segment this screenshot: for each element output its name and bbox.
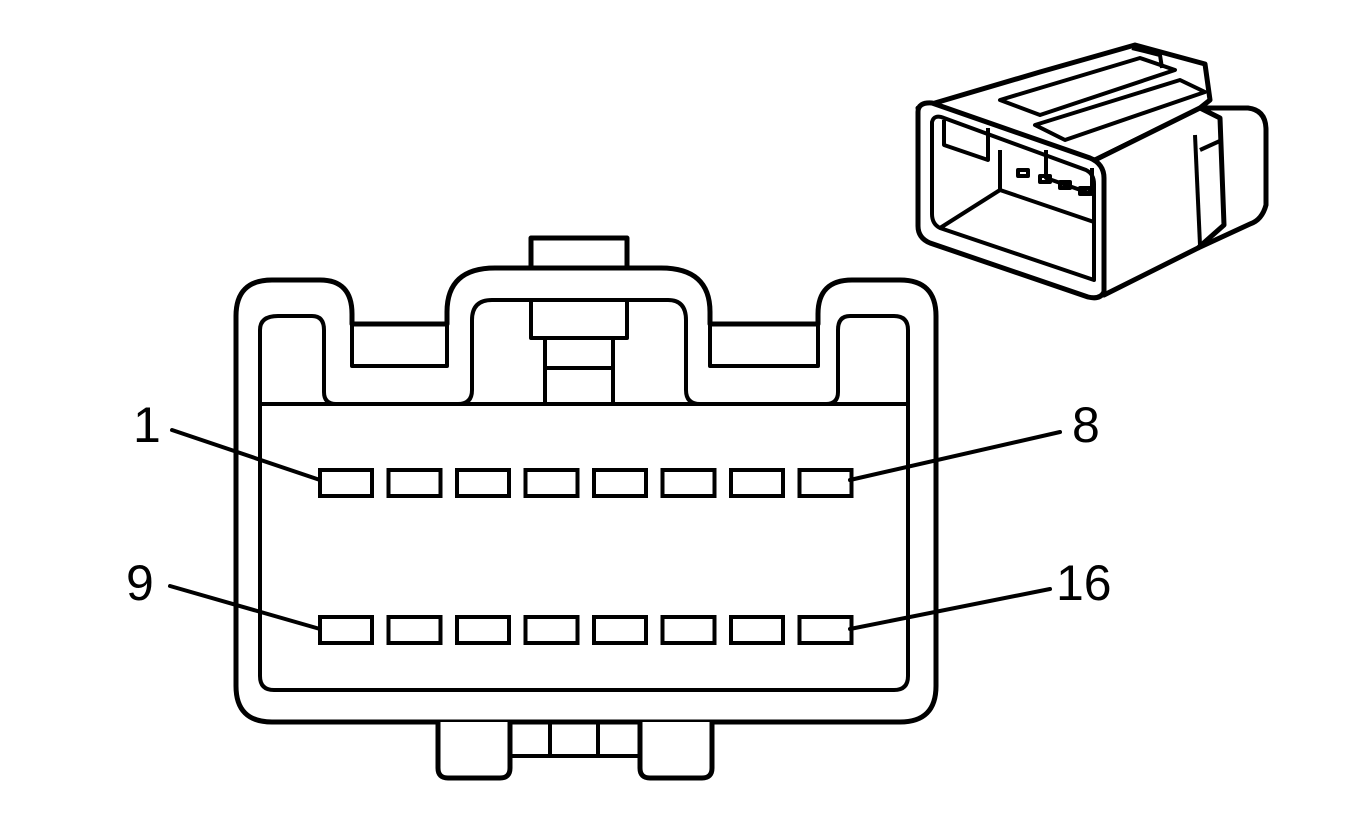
- pin-cavity-4: [523, 468, 580, 498]
- leader-line-pin-9: [168, 584, 322, 631]
- bottom-tab-assembly: [435, 719, 715, 781]
- pin-cavity-16: [797, 615, 854, 645]
- pin-label-1: 1: [133, 397, 161, 453]
- pin-cavity-11: [455, 615, 511, 645]
- pin-label-8: 8: [1072, 397, 1100, 453]
- pin-label-16: 16: [1056, 555, 1112, 611]
- leader-line-pin-8: [848, 430, 1062, 482]
- connector-isometric-view: [915, 42, 1269, 301]
- connector-housing: [233, 265, 939, 725]
- pin-row-top: [318, 468, 854, 498]
- pin-cavity-3: [455, 468, 511, 498]
- leader-line-pin-1: [170, 428, 322, 482]
- pin-row-bottom: [318, 615, 854, 645]
- pin-cavity-1: [318, 468, 374, 498]
- pin-cavity-12: [523, 615, 580, 645]
- pin-cavity-7: [729, 468, 785, 498]
- pin-cavity-14: [660, 615, 717, 645]
- pin-cavity-13: [592, 615, 648, 645]
- pin-cavity-6: [660, 468, 717, 498]
- pin-cavity-15: [729, 615, 785, 645]
- leader-line-pin-16: [848, 587, 1052, 631]
- pin-cavity-9: [318, 615, 374, 645]
- pin-cavity-10: [386, 615, 443, 645]
- pin-cavity-8: [797, 468, 854, 498]
- connector-front-view: 1 8 9 16: [126, 235, 1112, 781]
- pin-cavity-5: [592, 468, 648, 498]
- pin-cavity-2: [386, 468, 443, 498]
- pin-label-9: 9: [126, 555, 154, 611]
